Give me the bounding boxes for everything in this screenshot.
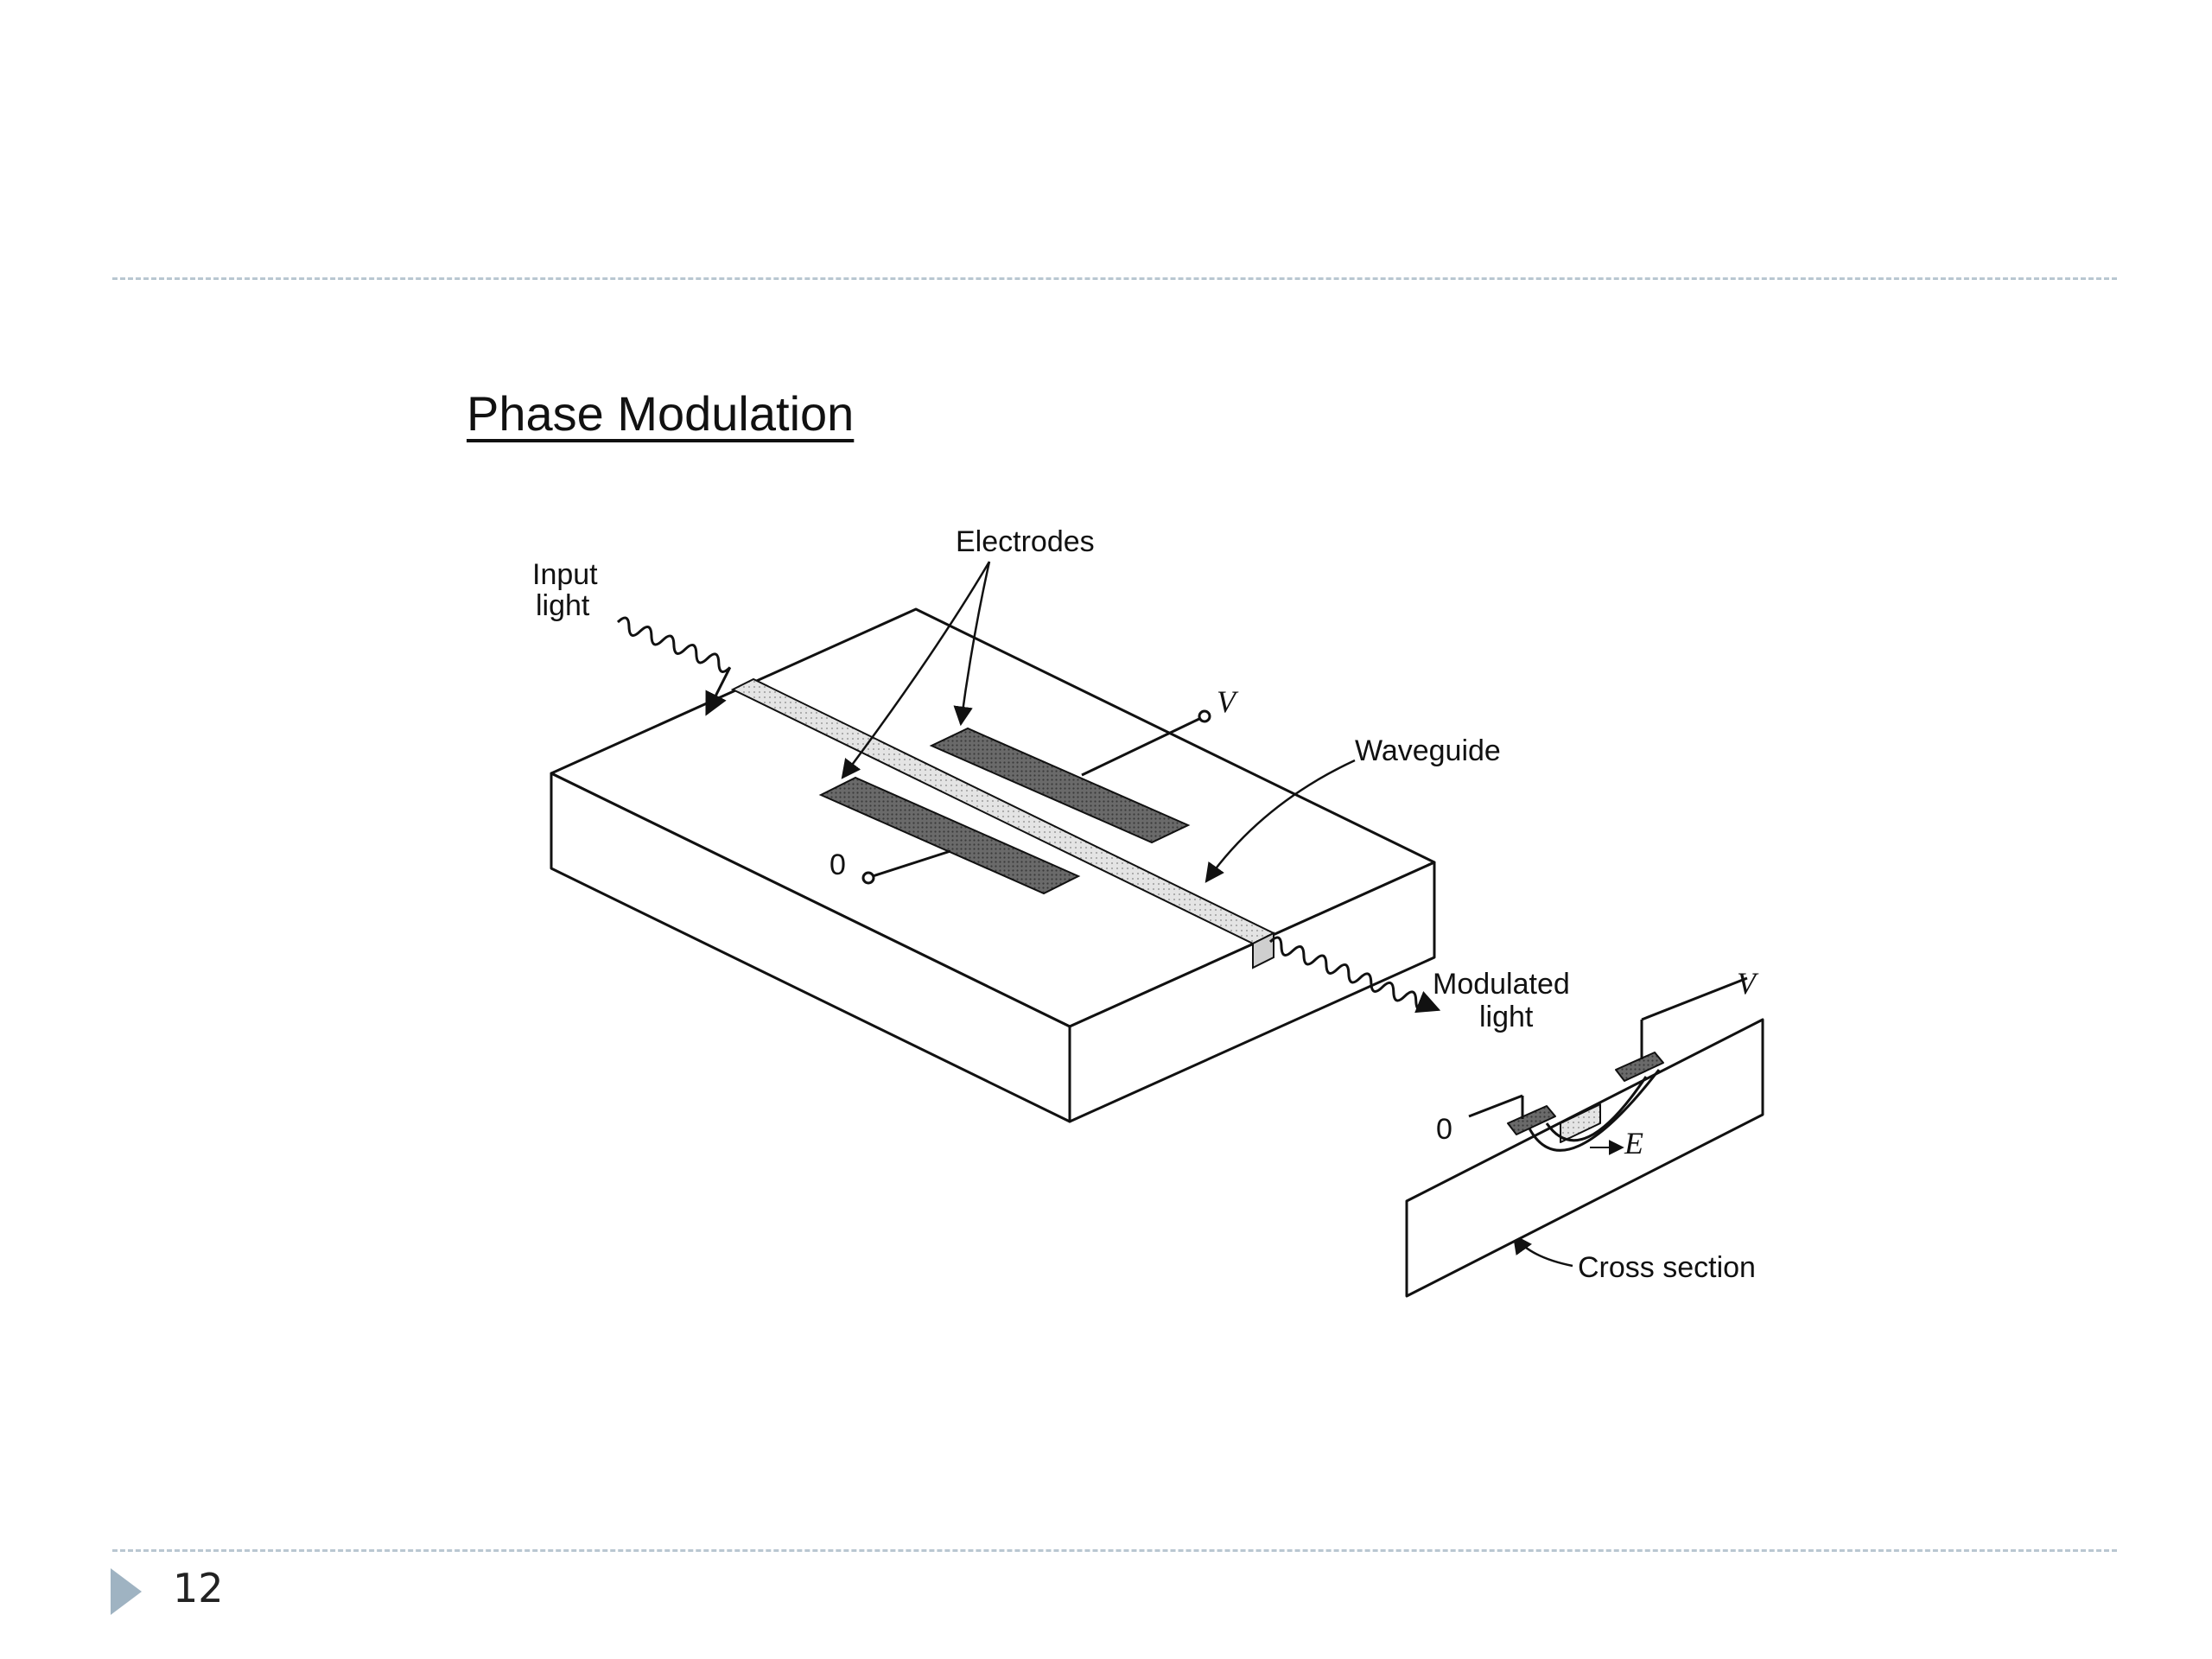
- label-cross-section: Cross section: [1578, 1251, 1756, 1284]
- label-modulated-2: light: [1479, 1001, 1534, 1033]
- slide-title: Phase Modulation: [467, 386, 855, 441]
- bottom-divider: [112, 1549, 2117, 1552]
- label-field-e: E: [1624, 1126, 1643, 1160]
- label-input-light-2: light: [536, 589, 590, 622]
- label-voltage-top: V: [1217, 684, 1239, 719]
- top-divider: [112, 277, 2117, 280]
- label-modulated-1: Modulated: [1433, 968, 1570, 1001]
- electrode-wires: [861, 709, 1211, 885]
- label-ground-main: 0: [830, 849, 846, 881]
- modulated-light-wave: [1268, 936, 1441, 1014]
- label-voltage-cross: V: [1737, 966, 1759, 1001]
- label-waveguide: Waveguide: [1355, 734, 1501, 767]
- electrode-top: [929, 727, 1191, 844]
- page-number: 12: [173, 1565, 224, 1611]
- label-electrodes: Electrodes: [956, 525, 1095, 558]
- label-ground-cross: 0: [1436, 1113, 1452, 1146]
- waveguide-end-face: [1252, 931, 1274, 969]
- cross-section: [1405, 976, 1764, 1298]
- footer-triangle-icon: [111, 1568, 142, 1615]
- label-input-light-1: Input: [532, 558, 598, 591]
- electrode-bottom: [818, 776, 1081, 895]
- input-light-wave: [616, 616, 732, 716]
- leader-lines: [841, 561, 1573, 1268]
